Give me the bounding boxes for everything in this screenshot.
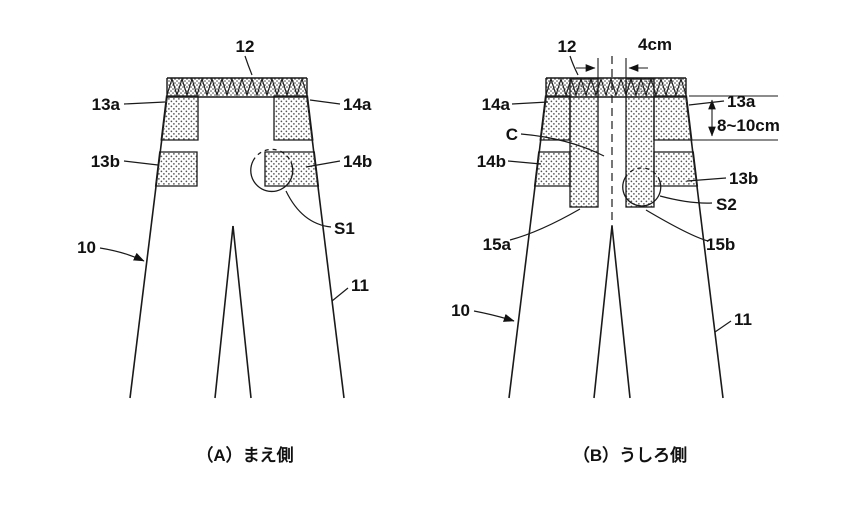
leader-12-back — [569, 55, 579, 76]
leader-11-front — [331, 287, 349, 302]
label-4cm: 4cm — [638, 35, 672, 54]
leader-13a-back — [688, 100, 725, 106]
label-14b-back: 14b — [477, 152, 506, 171]
label-12-front: 12 — [236, 37, 255, 56]
label-10-front: 10 — [77, 238, 96, 257]
panel-a-front-view: 12 13a 14a 13b 14b 10 11 S1 （A）まえ側 — [77, 37, 372, 465]
label-s2: S2 — [716, 195, 737, 214]
strip-15a — [569, 78, 599, 208]
label-13a-back: 13a — [727, 92, 756, 111]
leader-11-back — [714, 320, 732, 333]
front-leader-lines — [99, 55, 349, 302]
leader-10-back — [473, 310, 515, 322]
leader-15b — [645, 209, 709, 242]
patch-13a — [160, 95, 199, 141]
label-14a-back: 14a — [482, 95, 511, 114]
label-15b: 15b — [706, 235, 735, 254]
patch-14b-back — [533, 151, 571, 187]
back-leader-lines — [473, 55, 732, 333]
label-s1: S1 — [334, 219, 355, 238]
strip-15b — [625, 78, 655, 208]
leader-s2 — [659, 195, 713, 204]
leader-c — [520, 133, 605, 157]
s2-detail-circle — [622, 167, 662, 207]
label-12-back: 12 — [558, 37, 577, 56]
caption-back: （B）うしろ側 — [573, 445, 687, 465]
label-14b-front: 14b — [343, 152, 372, 171]
patch-13b — [154, 151, 198, 187]
leader-15a — [509, 208, 581, 241]
back-waistband-zigzag — [545, 77, 687, 97]
leader-13a — [123, 101, 166, 105]
label-11-back: 11 — [734, 310, 752, 329]
leader-13b-back — [686, 177, 727, 182]
front-pants-outline — [129, 96, 345, 399]
leader-14a-back — [511, 101, 549, 105]
label-c: C — [506, 125, 518, 144]
patch-13b-back — [653, 151, 699, 187]
leader-14b-back — [507, 160, 542, 165]
patch-13a-back — [653, 95, 693, 141]
label-15a: 15a — [483, 235, 512, 254]
front-patches — [154, 95, 320, 187]
back-waistband — [545, 77, 687, 98]
patch-14a — [273, 95, 314, 141]
front-waistband-zigzag — [166, 77, 308, 97]
panel-b-back-view: 12 4cm 14a 13a C 8~10cm 14b 13b S2 15a 1… — [451, 35, 780, 465]
dimension-8-10cm — [689, 95, 778, 141]
patch-14b — [264, 151, 320, 187]
label-13b-front: 13b — [91, 152, 120, 171]
label-13b-back: 13b — [729, 169, 758, 188]
front-waistband — [166, 77, 308, 98]
leader-14a — [309, 99, 341, 105]
back-pants-outline — [508, 96, 724, 399]
s1-detail-circle — [250, 148, 294, 193]
leader-12-front — [244, 55, 253, 76]
label-10-back: 10 — [451, 301, 470, 320]
label-14a-front: 14a — [343, 95, 372, 114]
leader-14b — [305, 160, 341, 168]
leader-13b — [123, 160, 159, 166]
back-patches — [533, 95, 699, 187]
label-8-10cm: 8~10cm — [717, 116, 780, 135]
caption-front: （A）まえ側 — [196, 445, 293, 465]
dimension-4cm — [576, 58, 648, 78]
label-11-front: 11 — [351, 276, 369, 295]
label-13a: 13a — [92, 95, 121, 114]
leader-10-front — [99, 247, 145, 262]
leader-s1 — [285, 190, 332, 228]
back-vertical-strips — [569, 78, 655, 208]
